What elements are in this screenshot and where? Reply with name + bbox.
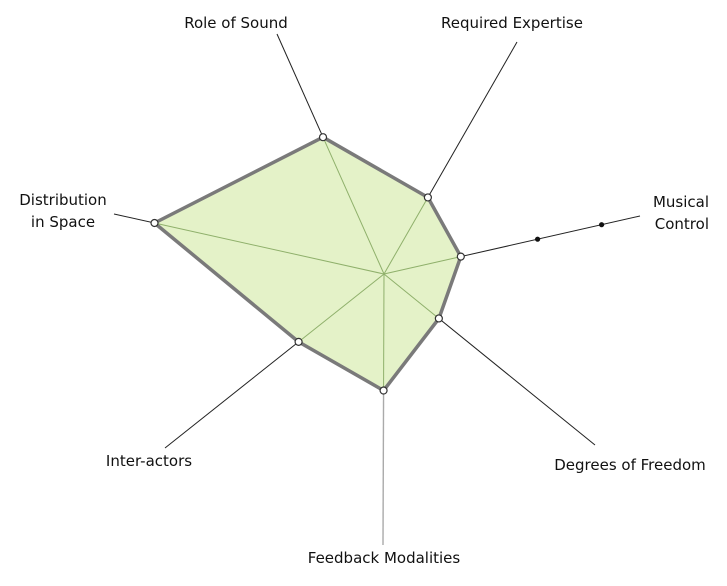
spoke-musical-control [383,256,461,275]
axis-dot-marker [535,236,541,242]
axis-label-inter-actors: Inter-actors [106,452,192,470]
vertex-marker-musical-control [456,252,465,261]
spoke-distribution-in-space [154,222,385,275]
axis-label-musical-control: Control [655,215,709,233]
spoke-required-expertise [383,197,429,275]
vertex-marker-inter-actors [294,337,303,346]
axis-label-distribution-in-space: Distribution [19,191,107,209]
spoke-role-of-sound [322,136,385,275]
axis-dot-marker [599,222,605,228]
axis-label-degrees-of-freedom: Degrees of Freedom [554,456,706,474]
spoke-inter-actors [298,273,385,343]
vertex-marker-required-expertise [423,193,432,202]
vertex-marker-feedback-modalities [379,386,388,395]
axis-label-role-of-sound: Role of Sound [184,14,288,32]
axis-label-distribution-in-space: in Space [31,213,95,231]
vertex-marker-distribution-in-space [150,218,159,228]
spoke-degrees-of-freedom [383,273,440,319]
vertex-marker-role-of-sound [318,133,328,142]
axis-label-feedback-modalities: Feedback Modalities [308,549,461,567]
axis-label-required-expertise: Required Expertise [441,14,583,32]
vertex-marker-degrees-of-freedom [434,314,443,323]
value-polygon [152,135,463,393]
axis-label-musical-control: Musical [653,193,709,211]
